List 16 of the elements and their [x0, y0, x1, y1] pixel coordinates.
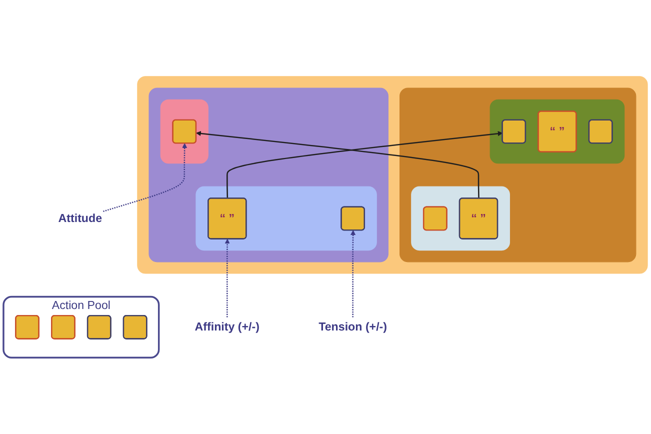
node-text: Affinity (+/-)	[194, 320, 260, 334]
arrow	[226, 131, 503, 198]
cluster	[148, 88, 388, 262]
arrow	[350, 230, 356, 318]
node-text: Tension (+/-)	[318, 320, 388, 334]
node-text: Attitude	[58, 212, 102, 225]
arrow	[103, 143, 188, 212]
cluster	[411, 186, 510, 251]
cluster	[160, 99, 208, 164]
cluster: Action Pool	[2, 296, 160, 358]
cluster	[400, 88, 636, 262]
cluster	[196, 186, 377, 251]
arrow	[196, 131, 480, 198]
cluster	[490, 99, 625, 164]
arrow	[224, 238, 230, 318]
cluster	[137, 76, 648, 274]
